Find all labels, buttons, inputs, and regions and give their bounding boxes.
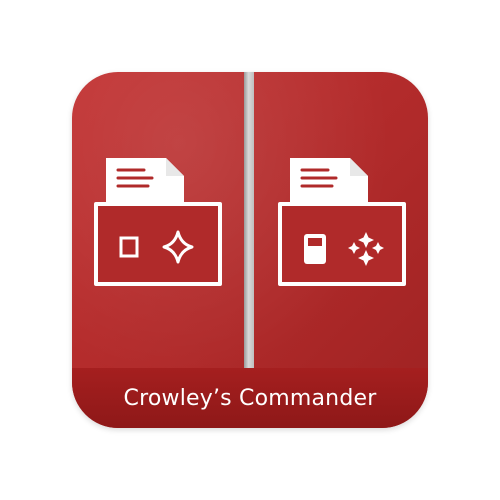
app-name-bar: Crowley’s Commander bbox=[72, 368, 428, 428]
sparkle-icon bbox=[162, 230, 194, 264]
app-name-label: Crowley’s Commander bbox=[123, 385, 377, 411]
app-icon[interactable]: Crowley’s Commander bbox=[72, 72, 428, 428]
pane-divider bbox=[244, 72, 254, 368]
left-pane-folder-icon bbox=[92, 156, 224, 292]
square-icon bbox=[119, 236, 139, 258]
folder-document-icon bbox=[94, 158, 222, 286]
right-pane-folder-icon bbox=[276, 156, 408, 292]
folder-document-icon bbox=[278, 158, 406, 286]
sd-card-icon bbox=[304, 234, 326, 264]
sparkles-cluster-icon bbox=[348, 232, 384, 266]
